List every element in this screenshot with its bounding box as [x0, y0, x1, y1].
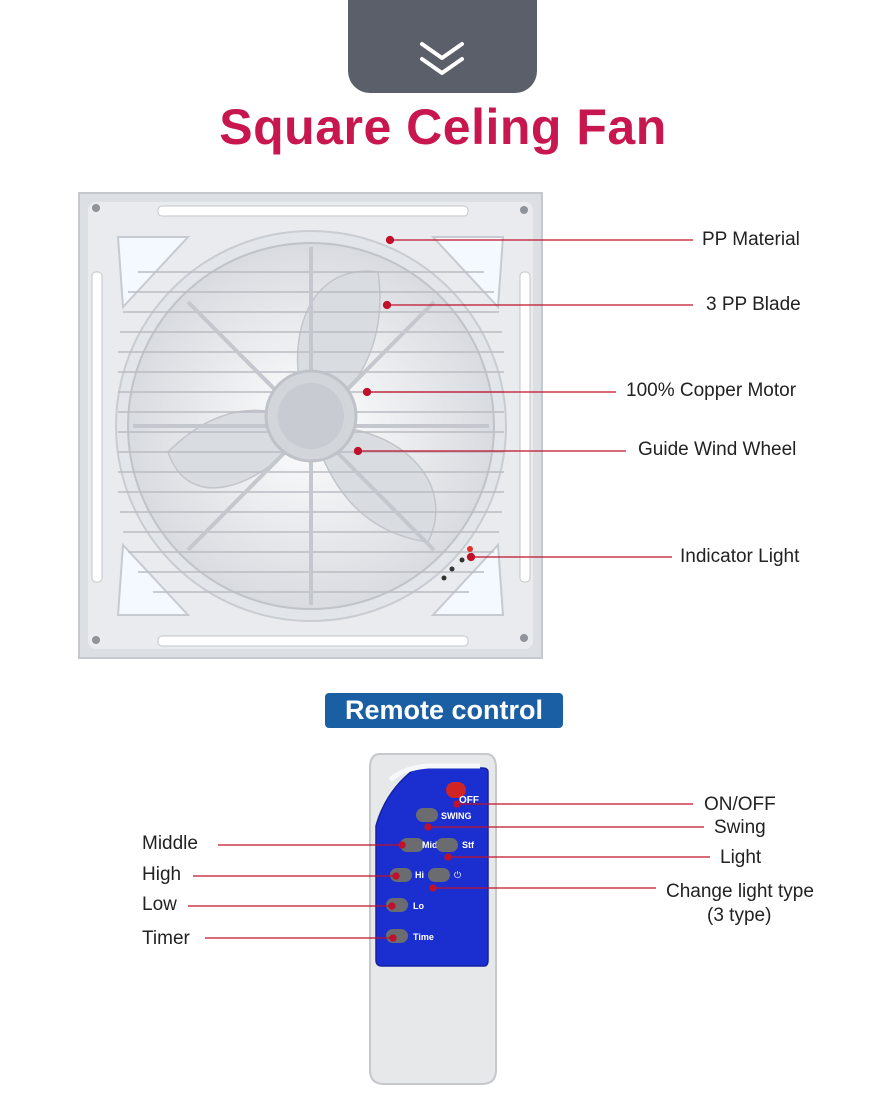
- callout-light-type: Change light type: [666, 881, 814, 902]
- swing-button[interactable]: [416, 808, 438, 822]
- double-chevron-down-icon: [420, 42, 464, 75]
- callout-motor: 100% Copper Motor: [626, 380, 797, 401]
- callout-wind-wheel: Guide Wind Wheel: [638, 439, 797, 460]
- off-button-label: OFF: [459, 795, 479, 806]
- fan-image: [78, 192, 544, 665]
- top-tab: [348, 0, 537, 93]
- callout-blade: 3 PP Blade: [706, 294, 801, 315]
- lo-button-label: Lo: [413, 901, 424, 911]
- callout-indicator: Indicator Light: [680, 546, 800, 567]
- remote-control-badge: Remote control: [325, 693, 563, 728]
- light-type-button[interactable]: [428, 868, 450, 882]
- callout-pp-material: PP Material: [702, 229, 800, 250]
- callout-high: High: [142, 864, 182, 885]
- callout-swing: Swing: [714, 817, 766, 838]
- page-title: Square Celing Fan: [219, 99, 667, 155]
- callout-on-off: ON/OFF: [704, 794, 776, 815]
- hi-button-label: Hi: [415, 870, 424, 880]
- mid-button-label: Mid: [422, 840, 438, 850]
- stf-button-label: Stf: [462, 840, 474, 850]
- off-button[interactable]: [446, 782, 466, 798]
- stf-button[interactable]: [436, 838, 458, 852]
- swing-button-label: SWING: [441, 811, 472, 821]
- callout-light-type-sub: (3 type): [707, 905, 772, 926]
- callout-timer: Timer: [142, 928, 190, 949]
- time-button-label: Time: [413, 932, 434, 942]
- callout-middle: Middle: [142, 833, 198, 854]
- mid-button[interactable]: [400, 838, 424, 852]
- remote-image: OFF SWING Mid Stf Hi ⏻ Lo Time: [368, 750, 498, 1091]
- power-icon: ⏻: [454, 870, 462, 880]
- callout-low: Low: [142, 894, 177, 915]
- callout-light: Light: [720, 847, 762, 868]
